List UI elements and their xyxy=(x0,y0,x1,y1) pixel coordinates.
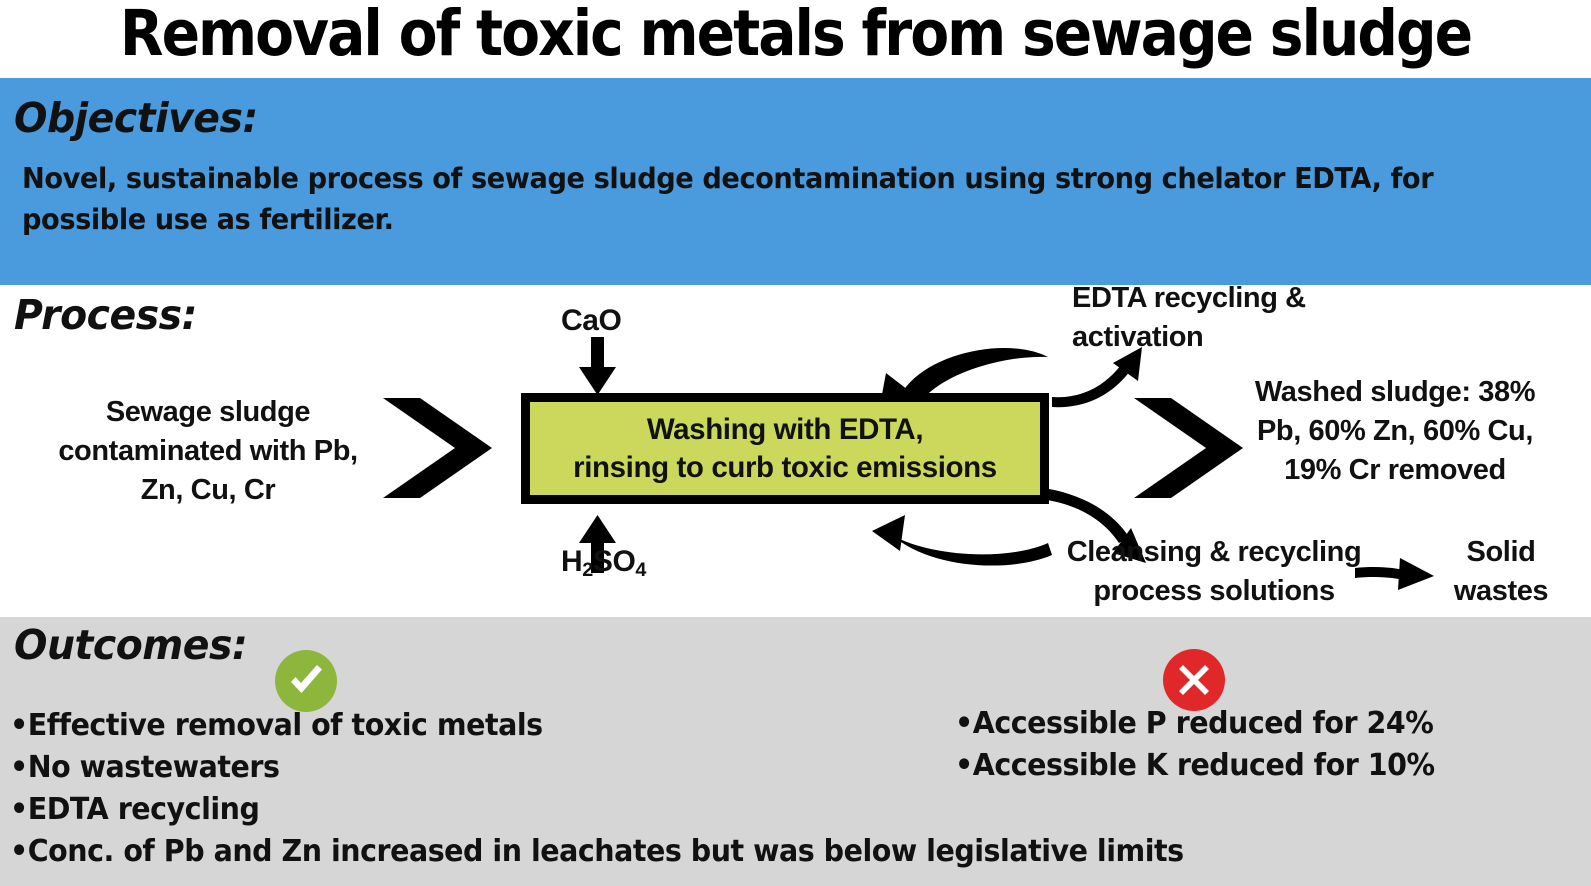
outcomes-positive-list: •Effective removal of toxic metals •No w… xyxy=(10,705,1184,873)
page-title: Removal of toxic metals from sewage slud… xyxy=(119,0,1473,70)
cross-circle-icon xyxy=(1163,649,1225,711)
h2so4-sub-4: 4 xyxy=(635,559,647,582)
h2so4-h: H xyxy=(561,545,583,578)
check-circle-icon xyxy=(275,650,337,712)
outcomes-section: Outcomes: •Effective removal of toxic me… xyxy=(0,617,1591,886)
objectives-body-text: Novel, sustainable process of sewage slu… xyxy=(22,162,1434,236)
list-item: •Accessible P reduced for 24% xyxy=(955,706,1434,741)
outcomes-heading: Outcomes: xyxy=(14,621,248,669)
list-item: •No wastewaters xyxy=(10,750,280,785)
outcomes-negative-list: •Accessible P reduced for 24% •Accessibl… xyxy=(955,703,1544,787)
list-item: •Accessible K reduced for 10% xyxy=(955,748,1435,783)
cleansing-return-arrow-icon xyxy=(872,515,1052,566)
process-box-label: Washing with EDTA, rinsing to curb toxic… xyxy=(573,412,997,484)
list-item: •EDTA recycling xyxy=(10,792,260,827)
objectives-heading: Objectives: xyxy=(14,94,258,142)
process-section: Process: xyxy=(0,282,1591,617)
cleansing-recycling-label: Cleansing & recycling process solutions xyxy=(1066,536,1362,607)
solid-wastes-label: Solid wastes xyxy=(1453,536,1549,607)
process-box-washing: Washing with EDTA, rinsing to curb toxic… xyxy=(521,393,1049,504)
input-chevron-icon xyxy=(383,398,492,498)
list-item: •Effective removal of toxic metals xyxy=(10,708,543,743)
output-material-label: Washed sludge: 38% Pb, 60% Zn, 60% Cu, 1… xyxy=(1254,376,1536,486)
h2so4-label: H2SO4 xyxy=(561,545,646,582)
h2so4-so: SO xyxy=(592,545,636,578)
list-item: •Conc. of Pb and Zn increased in leachat… xyxy=(10,834,1184,869)
output-chevron-icon xyxy=(1134,398,1243,498)
objectives-section: Objectives: Novel, sustainable process o… xyxy=(0,78,1591,285)
title-band: Removal of toxic metals from sewage slud… xyxy=(0,0,1591,78)
cao-arrow-icon xyxy=(579,337,616,395)
input-material-label: Sewage sludge contaminated with Pb, Zn, … xyxy=(58,396,358,506)
cao-label: CaO xyxy=(561,304,622,337)
h2so4-sub-2: 2 xyxy=(582,559,593,582)
edta-recycling-label: EDTA recycling & activation xyxy=(1072,282,1306,353)
process-heading: Process: xyxy=(14,291,197,339)
